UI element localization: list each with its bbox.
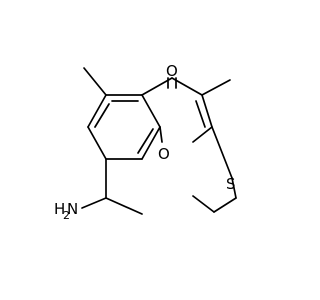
methyl-3-bond: [201, 79, 231, 96]
double-bond-inner: [195, 100, 206, 128]
amine-hydrogen-subscript: 2: [63, 209, 70, 222]
carbonyl: [167, 77, 177, 89]
pyranone-ring: [141, 77, 213, 143]
carbonyl-oxygen-label: O: [166, 62, 178, 80]
bond: [141, 126, 161, 160]
bond: [159, 126, 163, 143]
bond: [201, 94, 213, 128]
bond: [81, 197, 107, 209]
bond: [171, 77, 203, 96]
bond: [192, 126, 213, 143]
molecule-structure: O O S N H 2: [54, 62, 237, 222]
aminoethyl-group: [81, 158, 143, 215]
ring-oxygen-label: O: [158, 145, 170, 163]
bond: [141, 94, 161, 128]
bond: [192, 195, 215, 213]
double-bond-inner: [94, 103, 110, 128]
methyl-6-bond: [83, 67, 107, 96]
sulfur-label: S: [226, 175, 236, 193]
bond: [105, 197, 143, 215]
amine-hydrogen-label: H: [54, 200, 65, 218]
ethylthio-group: [192, 126, 237, 213]
benzene-ring: [87, 94, 161, 160]
bond: [87, 126, 107, 160]
bond: [87, 94, 107, 128]
amine-nitrogen-label: N: [67, 200, 78, 218]
bond: [213, 197, 237, 213]
bond: [211, 126, 233, 179]
bond: [141, 77, 173, 96]
double-bond-inner: [137, 128, 154, 154]
bond: [231, 177, 237, 199]
